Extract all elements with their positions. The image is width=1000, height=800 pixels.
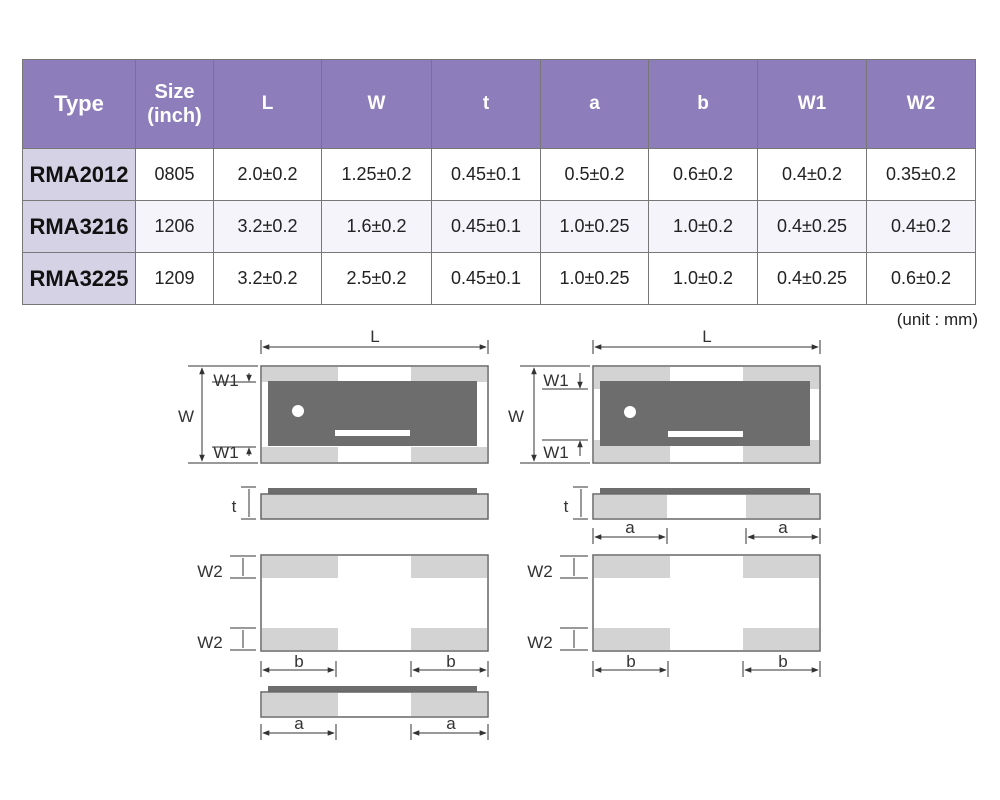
label-L: L <box>702 327 711 346</box>
cell-type: RMA3225 <box>22 252 136 305</box>
label-W2: W2 <box>527 562 553 581</box>
label-W2: W2 <box>527 633 553 652</box>
cell-W1: 0.4±0.25 <box>757 252 867 305</box>
side-view-right: t a a <box>564 486 821 544</box>
top-view-right <box>592 365 821 464</box>
dim-W1-right: W1 W1 <box>542 371 588 462</box>
dim-L-left: L <box>260 327 489 354</box>
cell-type: RMA2012 <box>22 148 136 201</box>
cell-t: 0.45±0.1 <box>431 148 541 201</box>
cell-W2: 0.35±0.2 <box>866 148 976 201</box>
dim-W-left: W <box>178 365 258 464</box>
cell-W: 1.25±0.2 <box>321 148 432 201</box>
unit-note: (unit : mm) <box>896 310 978 329</box>
label-a: a <box>294 714 304 733</box>
header-row: Type Size(inch) L W t a b W1 W2 <box>22 59 976 149</box>
label-b: b <box>626 652 635 671</box>
cell-size: 1206 <box>135 200 214 253</box>
side-view-lower-left: a a <box>260 686 489 740</box>
label-W: W <box>508 407 524 426</box>
label-W1: W1 <box>543 371 569 390</box>
label-W2: W2 <box>197 633 223 652</box>
spec-table: Type Size(inch) L W t a b W1 W2 RMA2012 … <box>22 59 976 305</box>
label-a: a <box>778 518 788 537</box>
cell-a: 1.0±0.25 <box>540 200 649 253</box>
dim-L-right: L <box>592 327 821 354</box>
cell-L: 3.2±0.2 <box>213 200 322 253</box>
label-L: L <box>370 327 379 346</box>
marking-dot <box>624 406 636 418</box>
table-row: RMA2012 0805 2.0±0.2 1.25±0.2 0.45±0.1 0… <box>22 148 976 201</box>
label-b: b <box>778 652 787 671</box>
header-W2: W2 <box>866 59 976 149</box>
cell-L: 2.0±0.2 <box>213 148 322 201</box>
cell-L: 3.2±0.2 <box>213 252 322 305</box>
cell-W2: 0.4±0.2 <box>866 200 976 253</box>
cell-b: 1.0±0.2 <box>648 200 758 253</box>
dim-W1-left: W1 W1 <box>212 371 256 462</box>
header-W1: W1 <box>757 59 867 149</box>
header-a: a <box>540 59 649 149</box>
cell-W2: 0.6±0.2 <box>866 252 976 305</box>
label-W2: W2 <box>197 562 223 581</box>
label-W: W <box>178 407 194 426</box>
label-W1: W1 <box>213 371 239 390</box>
bottom-view-left: W2 W2 b b <box>197 554 489 677</box>
cell-size: 0805 <box>135 148 214 201</box>
cell-W1: 0.4±0.2 <box>757 148 867 201</box>
label-W1: W1 <box>543 443 569 462</box>
cell-t: 0.45±0.1 <box>431 252 541 305</box>
label-a: a <box>625 518 635 537</box>
label-t: t <box>564 497 569 516</box>
table-row: RMA3225 1209 3.2±0.2 2.5±0.2 0.45±0.1 1.… <box>22 252 976 305</box>
top-view-left <box>260 365 489 464</box>
header-size-line1: Size <box>154 81 195 103</box>
cell-size: 1209 <box>135 252 214 305</box>
label-b: b <box>446 652 455 671</box>
header-size-line2: (inch) <box>147 105 202 127</box>
header-W: W <box>321 59 432 149</box>
label-a: a <box>446 714 456 733</box>
header-type: Type <box>22 59 136 149</box>
bottom-view-right: W2 W2 b b <box>527 554 821 677</box>
label-W1: W1 <box>213 443 239 462</box>
cell-a: 0.5±0.2 <box>540 148 649 201</box>
cell-b: 1.0±0.2 <box>648 252 758 305</box>
cell-a: 1.0±0.25 <box>540 252 649 305</box>
label-b: b <box>294 652 303 671</box>
header-t: t <box>431 59 541 149</box>
label-t: t <box>232 497 237 516</box>
header-b: b <box>648 59 758 149</box>
marking-dot <box>292 405 304 417</box>
dim-W-right: W <box>508 365 590 464</box>
table-row: RMA3216 1206 3.2±0.2 1.6±0.2 0.45±0.1 1.… <box>22 200 976 253</box>
side-view-left: t <box>232 486 489 520</box>
